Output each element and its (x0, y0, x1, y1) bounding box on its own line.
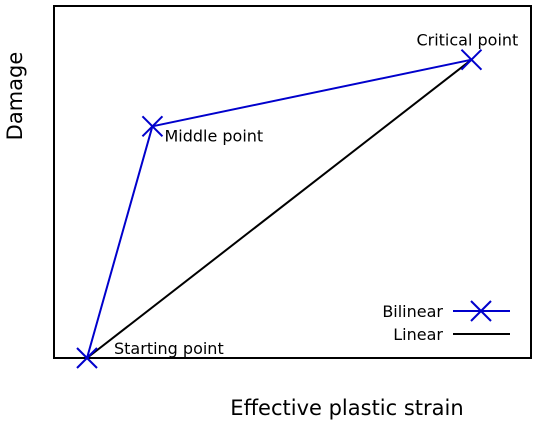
annotation-starting-point: Starting point (114, 339, 224, 358)
legend-label-bilinear: Bilinear (382, 302, 443, 321)
legend-x-mark (470, 300, 492, 322)
series-line-linear (86, 58, 473, 359)
data-point-bilinear-0 (76, 347, 98, 369)
data-point-bilinear-2 (460, 48, 483, 71)
data-point-bilinear-2-stroke-b (460, 48, 483, 71)
legend-label-linear: Linear (393, 325, 443, 344)
x-axis-label: Effective plastic strain (230, 396, 463, 420)
y-axis-label: Damage (3, 52, 27, 141)
legend-x-mark-stroke-b (470, 300, 492, 322)
annotation-critical-point: Critical point (416, 31, 518, 50)
series-layer (76, 48, 483, 369)
data-point-bilinear-1-stroke-b (141, 115, 164, 138)
annotation-middle-point: Middle point (164, 126, 263, 145)
legend-marker-bilinear (470, 300, 492, 322)
annotation-layer: Starting point Middle point Critical point (114, 31, 518, 358)
data-point-bilinear-1 (141, 115, 164, 138)
legend: Bilinear Linear (382, 300, 510, 344)
plot-frame (53, 5, 532, 359)
data-point-bilinear-0-stroke-b (76, 347, 98, 369)
